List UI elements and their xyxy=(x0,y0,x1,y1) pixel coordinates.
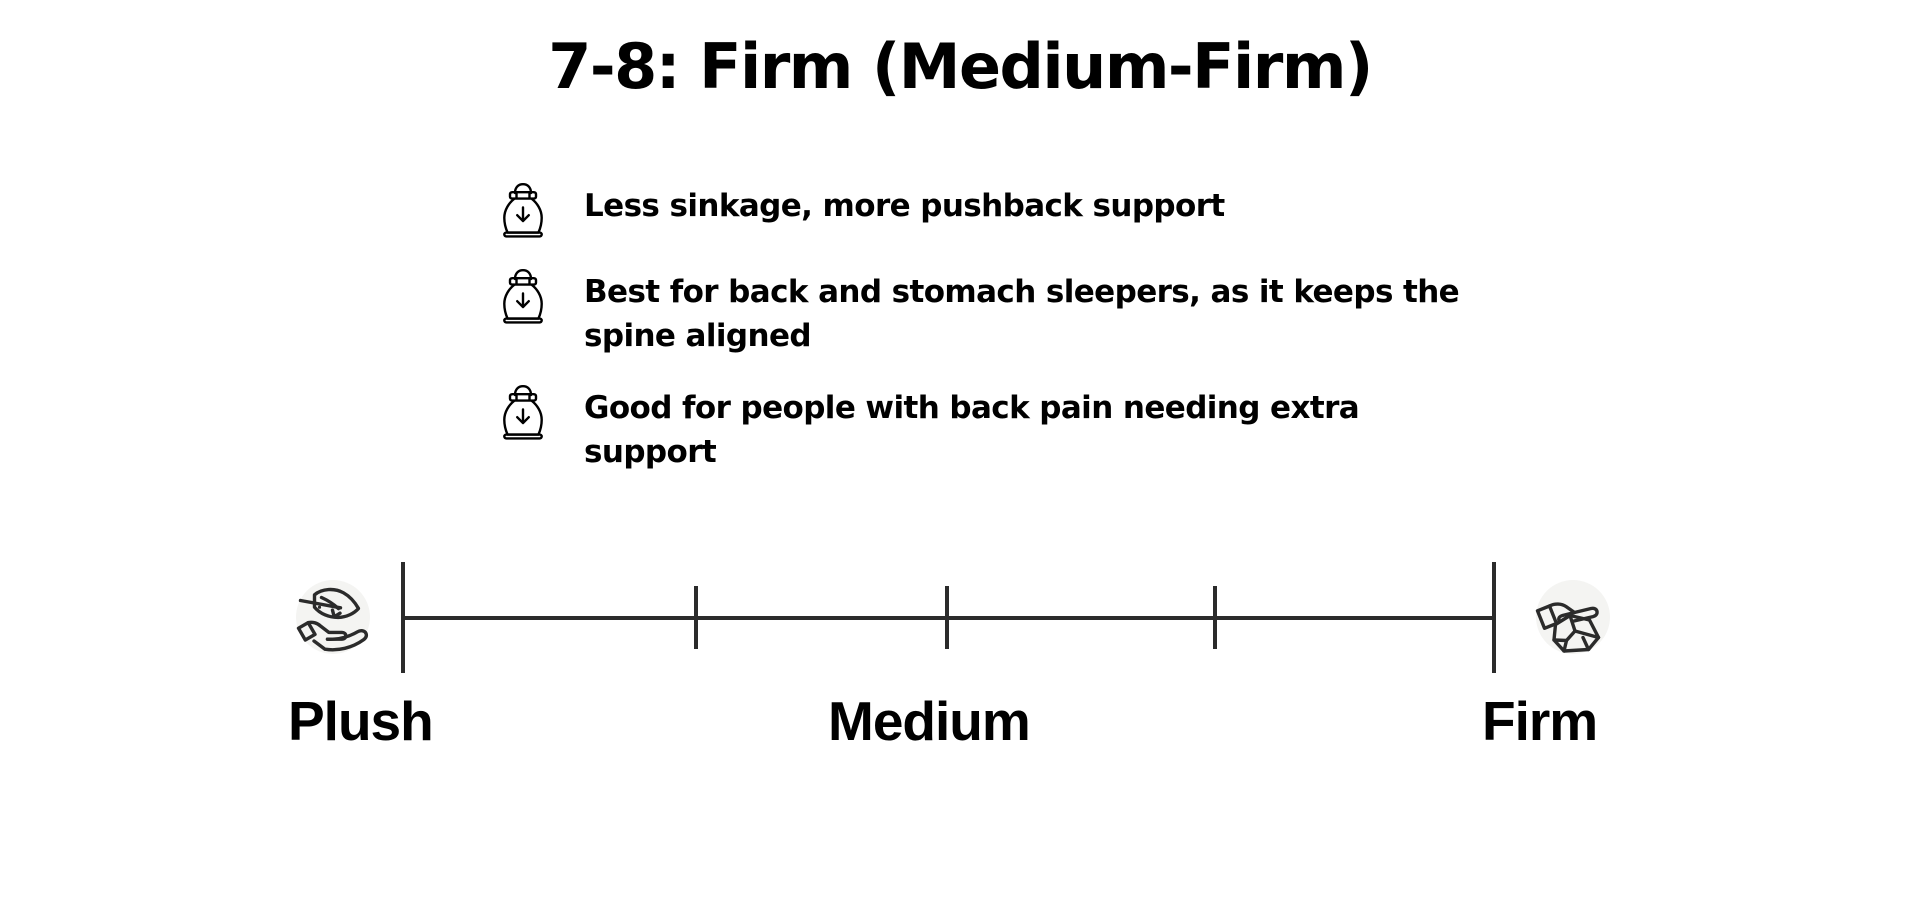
axis-label-plush: Plush xyxy=(288,690,434,752)
axis-tick-end-left xyxy=(401,562,405,673)
list-item: Less sinkage, more pushback support xyxy=(500,178,1480,242)
axis-label-medium: Medium xyxy=(828,690,1031,752)
axis-tick-end-right xyxy=(1492,562,1496,673)
list-item: Best for back and stomach sleepers, as i… xyxy=(500,264,1480,358)
axis-label-firm: Firm xyxy=(1482,690,1598,752)
axis-tick-inner-1 xyxy=(694,586,698,649)
rock-in-hand-icon xyxy=(1528,574,1616,662)
axis-labels: Plush Medium Firm xyxy=(0,688,1920,758)
feather-in-hand-icon xyxy=(288,574,376,662)
list-item-label: Good for people with back pain needing e… xyxy=(584,390,1360,470)
kettlebell-down-arrow-icon xyxy=(500,180,546,242)
kettlebell-down-arrow-icon xyxy=(500,266,546,328)
list-item-label: Less sinkage, more pushback support xyxy=(584,188,1225,224)
firmness-axis xyxy=(0,555,1920,685)
page-title: 7-8: Firm (Medium-Firm) xyxy=(548,30,1373,103)
feature-list: Less sinkage, more pushback support Best… xyxy=(500,178,1480,474)
axis-tick-inner-3 xyxy=(1213,586,1217,649)
list-item-label: Best for back and stomach sleepers, as i… xyxy=(584,274,1460,354)
axis-tick-inner-2 xyxy=(945,586,949,649)
kettlebell-down-arrow-icon xyxy=(500,382,546,444)
list-item: Good for people with back pain needing e… xyxy=(500,380,1480,474)
